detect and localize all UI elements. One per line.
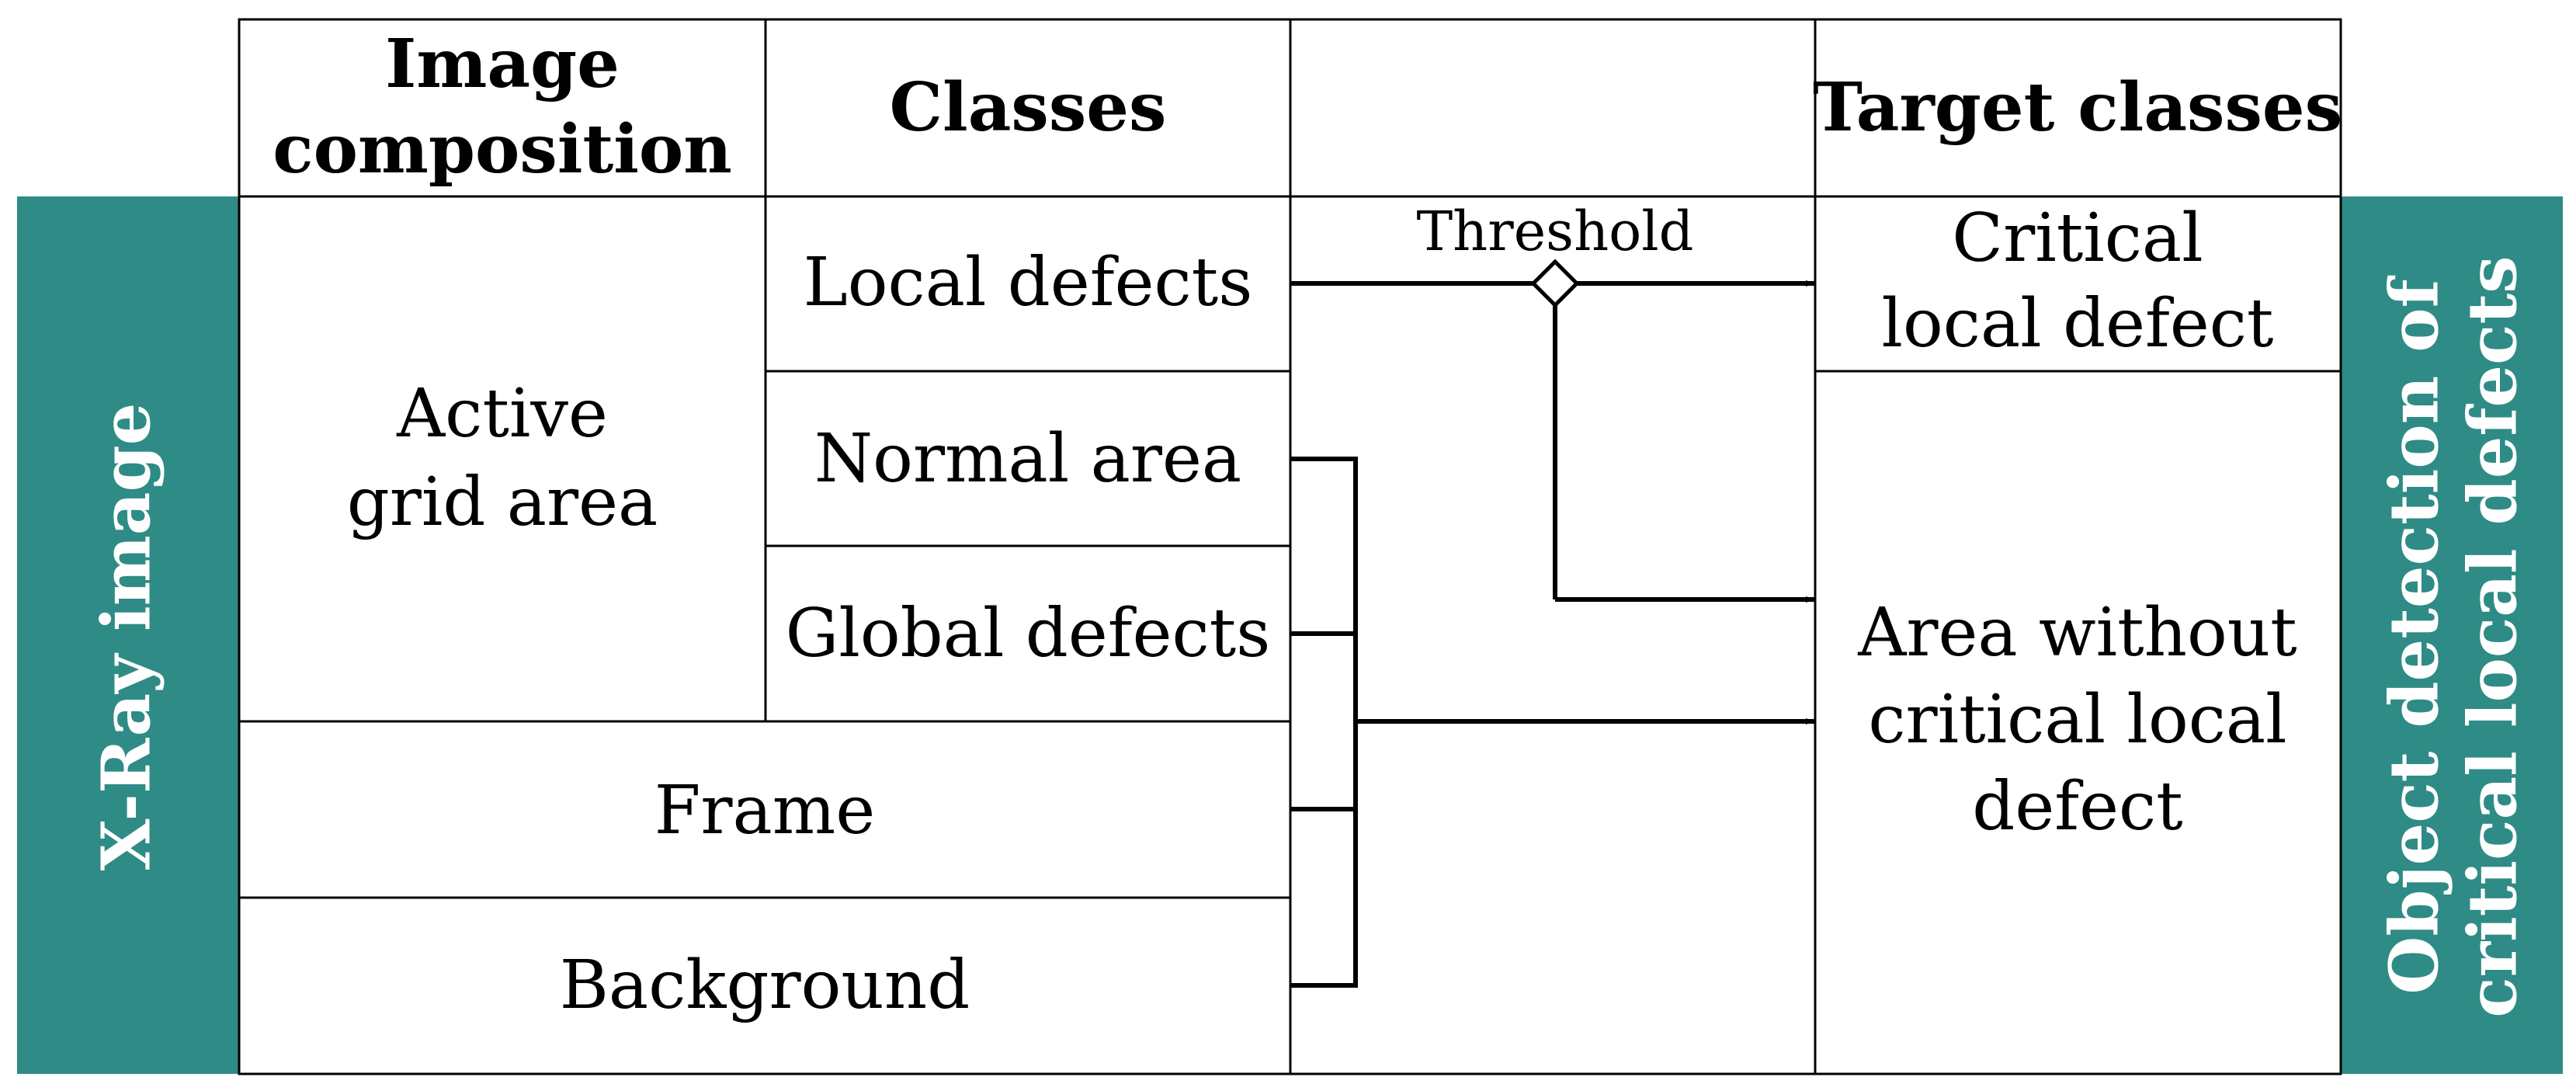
header-image-composition-line1: Image	[385, 25, 620, 103]
critical-local-defect-line1: Critical	[1952, 200, 2203, 277]
header-target-classes: Target classes	[1813, 68, 2342, 147]
active-grid-area-line1: Active	[396, 375, 608, 453]
header-mapping: Mapping	[1387, 68, 1719, 147]
area-without-critical-line2: critical local	[1868, 681, 2286, 759]
active-grid-area-cell	[238, 195, 767, 723]
right-side-band	[2341, 196, 2563, 1074]
left-side-label: X-Ray image	[88, 403, 166, 871]
threshold-label: Threshold	[1416, 200, 1693, 263]
global-defects-label: Global defects	[786, 595, 1271, 672]
header-image-composition-line2: composition	[273, 110, 732, 189]
background-label: Background	[560, 947, 970, 1024]
area-without-critical-line1: Area without	[1857, 594, 2297, 672]
active-grid-area-line2: grid area	[347, 464, 658, 541]
right-side-label-line1: Object detection of	[2376, 275, 2454, 994]
left-side-band	[17, 196, 239, 1074]
local-defects-label: Local defects	[804, 244, 1253, 321]
threshold-diamond	[1530, 259, 1580, 308]
normal-area-label: Normal area	[814, 420, 1241, 498]
right-side-label-line2: critical local defects	[2454, 255, 2533, 1017]
area-without-critical-line3: defect	[1972, 768, 2182, 846]
critical-local-defect-line2: local defect	[1882, 285, 2274, 363]
frame-label: Frame	[654, 772, 876, 849]
header-classes: Classes	[890, 68, 1167, 147]
